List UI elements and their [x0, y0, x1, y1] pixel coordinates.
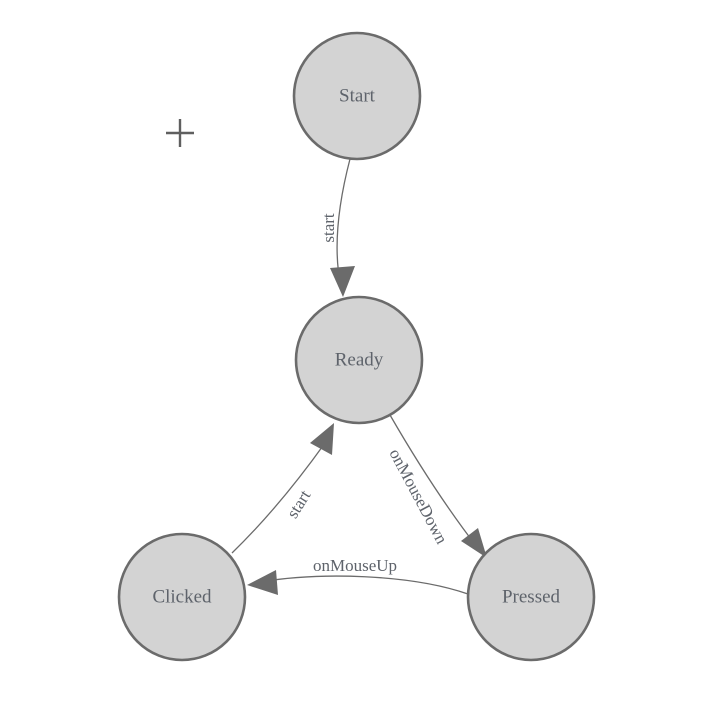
node-label-ready: Ready	[335, 349, 384, 370]
node-pressed[interactable]: Pressed	[466, 532, 596, 662]
edge-path-ready-to-pressed[interactable]	[389, 414, 478, 548]
node-label-pressed: Pressed	[502, 586, 561, 607]
edge-start-to-ready[interactable]: start	[319, 158, 355, 297]
edge-pressed-to-clicked[interactable]: onMouseUp	[247, 556, 469, 595]
node-label-clicked: Clicked	[152, 586, 212, 607]
node-label-start: Start	[339, 85, 376, 106]
edge-ready-to-pressed[interactable]: onMouseDown	[385, 414, 487, 558]
edge-arrowhead-start-to-ready	[330, 266, 355, 297]
node-start[interactable]: Start	[292, 31, 422, 161]
node-circle-ready[interactable]	[294, 295, 424, 425]
edge-label-pressed-to-clicked: onMouseUp	[313, 556, 397, 575]
crosshair-icon	[166, 119, 194, 147]
node-circle-clicked[interactable]	[117, 532, 247, 662]
edge-arrowhead-pressed-to-clicked	[247, 570, 278, 595]
edge-arrowhead-ready-to-pressed	[461, 528, 487, 558]
node-clicked[interactable]: Clicked	[117, 532, 247, 662]
edge-arrowhead-clicked-to-ready	[310, 423, 334, 455]
node-circle-pressed[interactable]	[466, 532, 596, 662]
edge-clicked-to-ready[interactable]: start	[231, 423, 334, 554]
node-ready[interactable]: Ready	[294, 295, 424, 425]
edge-label-ready-to-pressed: onMouseDown	[385, 446, 451, 548]
node-circle-start[interactable]	[292, 31, 422, 161]
edge-path-pressed-to-clicked[interactable]	[259, 575, 469, 595]
edge-path-clicked-to-ready[interactable]	[231, 442, 326, 554]
edge-label-start-to-ready: start	[319, 213, 338, 243]
